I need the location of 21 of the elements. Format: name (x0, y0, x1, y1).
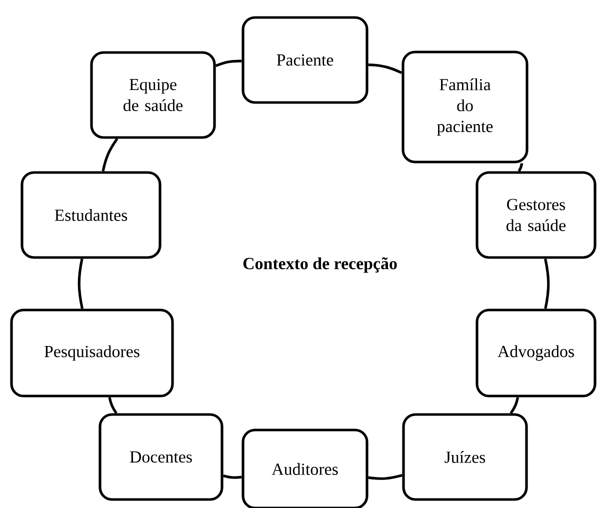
connector-line (102, 138, 118, 172)
role-box: Juízes (402, 413, 528, 501)
center-label: Contexto de recepção (243, 257, 397, 273)
connector-line (368, 474, 403, 480)
role-box: Advogados (476, 308, 596, 398)
role-box: Estudantes (20, 171, 162, 259)
role-box: Auditores (242, 428, 368, 508)
connector-line (215, 60, 242, 67)
connector-line (108, 397, 118, 414)
role-box: Gestores da saúde (476, 171, 596, 259)
role-box: Família do paciente (402, 50, 528, 164)
connector-line (222, 474, 242, 479)
role-box: Docentes (98, 413, 224, 501)
connector-line (368, 64, 402, 74)
role-box: Equipe de saúde (90, 51, 216, 139)
role-box: Pesquisadores (10, 308, 174, 398)
connector-line (510, 397, 520, 414)
connector-line (544, 258, 550, 309)
role-box: Paciente (242, 16, 368, 104)
connector-line (78, 258, 84, 309)
connector-line (518, 163, 524, 172)
